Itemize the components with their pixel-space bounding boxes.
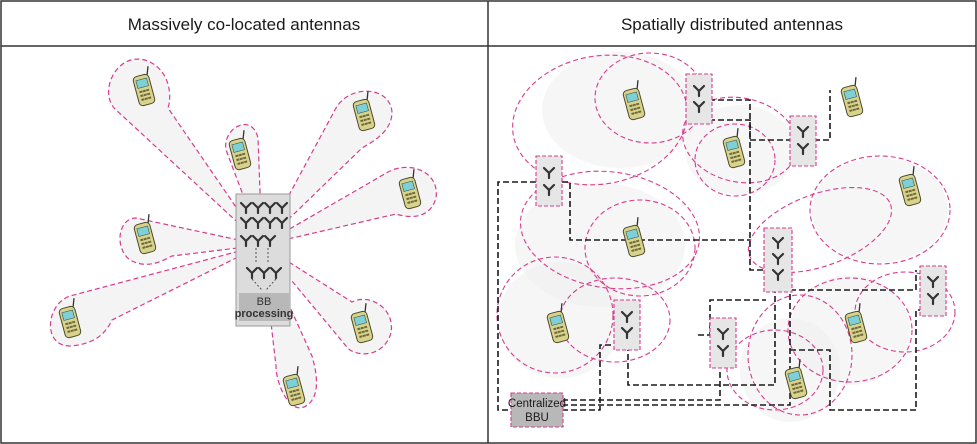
antenna-unit [613,299,641,351]
coverage-ring [854,271,956,353]
antenna-units [535,73,947,369]
centralized-bbu: Centralized BBU [508,392,566,428]
coverage-ring [694,123,776,197]
bbu-label-line2: BBU [525,412,549,424]
beam-lobe [261,166,437,246]
coverage-ring [726,329,824,411]
antenna-unit [763,227,793,293]
bb-processing-label-line2: processing [235,308,294,320]
left-panel-title: Massively co-located antennas [128,15,360,34]
antenna-unit [919,265,947,317]
antenna-unit [789,115,817,167]
antenna-unit [535,155,563,207]
coverage-ring [584,199,696,297]
left-beams [49,58,437,409]
beam-lobe [119,217,263,265]
coverage-ring [787,277,913,383]
mobile-phone-icon [837,76,867,119]
antenna-unit [709,317,737,369]
beam-lobe [49,244,263,347]
coverage-ring [809,155,951,265]
antenna-unit [685,73,713,125]
bb-processing-box [239,293,289,321]
coverage-ring [747,294,853,416]
coverage-ring [496,256,614,374]
beam-lobe [261,90,393,246]
bb-processing-label-line1: BB [257,296,272,308]
bbu-label-line1: Centralized [508,398,566,410]
antenna-array: BB processing [235,193,294,327]
right-panel-title: Spatially distributed antennas [621,15,843,34]
beam-lobe [108,58,263,246]
